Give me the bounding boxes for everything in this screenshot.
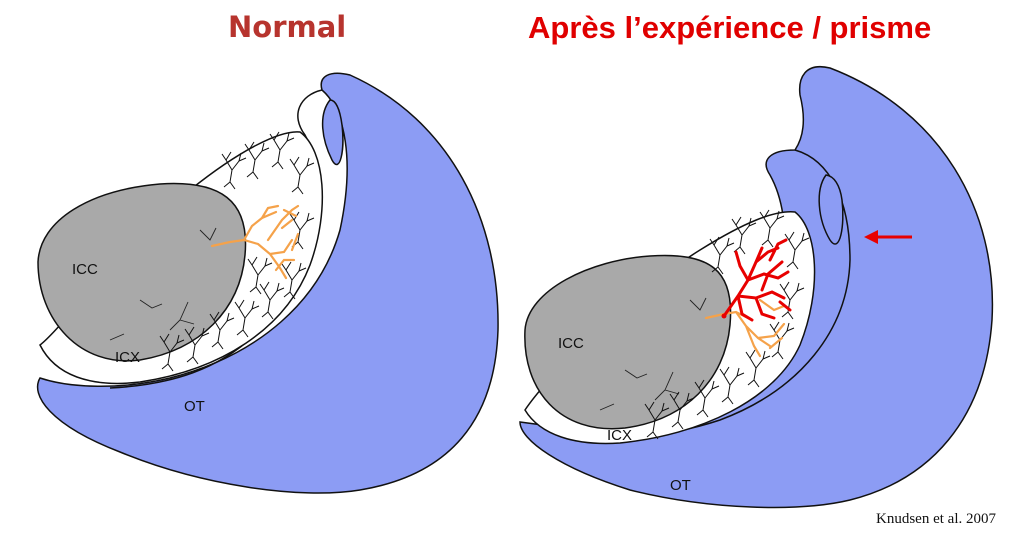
label-icc-after: ICC: [558, 335, 584, 352]
panel-after-prism: ICC ICX OT: [520, 67, 992, 508]
label-ot-after: OT: [670, 477, 691, 494]
label-icc-normal: ICC: [72, 261, 98, 278]
panel-normal: ICC ICX OT: [38, 73, 498, 493]
label-icx-after: ICX: [607, 427, 632, 444]
label-icx-normal: ICX: [115, 349, 140, 366]
citation: Knudsen et al. 2007: [876, 511, 996, 528]
label-ot-normal: OT: [184, 398, 205, 415]
